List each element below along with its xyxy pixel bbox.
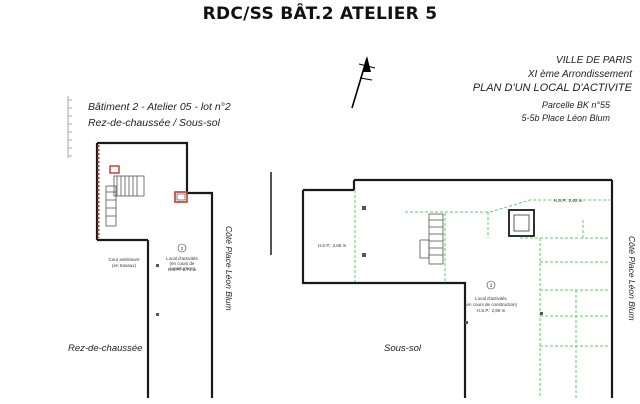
ground-room-note: (en cours de construction) bbox=[169, 261, 195, 271]
basement-room-number: 2 bbox=[489, 283, 493, 288]
courtyard-label: Cour extérieure bbox=[108, 257, 140, 262]
ground-room-area: H.S.P.: 2,71 m bbox=[167, 267, 197, 272]
basement-partitions bbox=[354, 190, 610, 398]
street-label-ground: Côté Place Léon Blum bbox=[224, 226, 234, 311]
courtyard-note: (en travaux) bbox=[111, 263, 136, 268]
ground-room-number: 2 bbox=[180, 246, 184, 251]
city-label: VILLE DE PARIS bbox=[556, 55, 632, 66]
basement-room-note: (en cours de construction) bbox=[464, 302, 518, 307]
basement-hsp-top: H.S.P.: 2,63 m bbox=[553, 198, 583, 203]
district-label: XI ème Arrondissement bbox=[527, 69, 632, 80]
basement-room-area: H.S.P.: 2,69 m bbox=[476, 308, 506, 313]
building-label: Bâtiment 2 - Atelier 05 - lot n°2 bbox=[88, 101, 231, 113]
parcel-label: Parcelle BK n°55 bbox=[541, 100, 610, 110]
street-label-basement: Côté Place Léon Blum bbox=[627, 236, 637, 321]
basement-room-name: Local d'activités bbox=[475, 296, 507, 301]
basement-stair bbox=[419, 213, 444, 265]
basement-label: Sous-sol bbox=[384, 343, 421, 354]
north-arrow-icon bbox=[351, 56, 376, 109]
address-label: 5-5b Place Léon Blum bbox=[521, 113, 610, 123]
page-title: RDC/SS BÂT.2 ATELIER 5 bbox=[202, 4, 438, 24]
ground-room-name: Local d'activités bbox=[166, 256, 198, 261]
ground-stair bbox=[105, 175, 145, 227]
levels-label: Rez-de-chaussée / Sous-sol bbox=[88, 117, 220, 129]
ground-floor-label: Rez-de-chaussée bbox=[68, 343, 143, 354]
basement-hsp-left: H.S.P.: 2,66 m bbox=[317, 243, 347, 248]
plan-title: PLAN D'UN LOCAL D'ACTIVITE bbox=[472, 82, 632, 94]
scale-ruler bbox=[67, 96, 72, 158]
basement-plan bbox=[301, 178, 614, 398]
